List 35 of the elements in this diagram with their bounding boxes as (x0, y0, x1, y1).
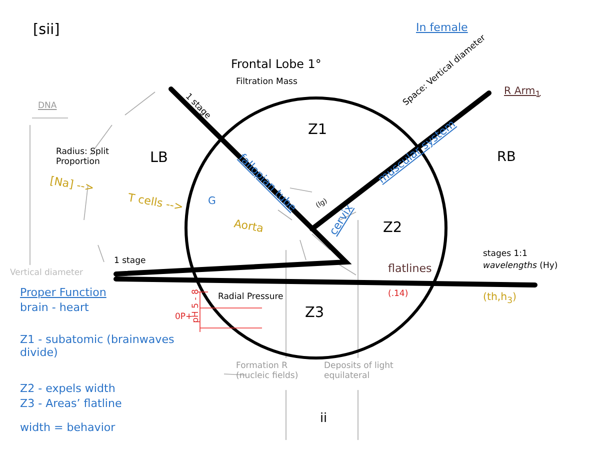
note-text: Z1 - subatomic (brainwaves divide) (20, 334, 176, 360)
region-label: LB (150, 150, 168, 167)
note-text: Z2 - expels width (20, 383, 116, 396)
value-label: 0P+ (175, 313, 193, 322)
cell-label: T cells --> (126, 192, 184, 214)
range-label: pH 5 - 8 (192, 289, 202, 323)
stages-label: stages 1:1 (483, 250, 528, 260)
ion-label: [Na] --> (48, 175, 95, 196)
pressure-label: Radial Pressure (218, 293, 284, 303)
faint-label: Deposits of light equilateral (324, 362, 394, 382)
coordinate-label: (th,h$_{3}$) (483, 292, 517, 307)
zone-label: Z2 (383, 220, 402, 237)
arm-label: R Arm$_{1}$ (504, 86, 541, 101)
line-label: 1 stage (114, 257, 146, 267)
note-text: Z3 - Areas’ flatline (20, 398, 122, 411)
letter-label: G (208, 196, 216, 208)
heading-label: Frontal Lobe 1° (231, 58, 322, 72)
numeral-label: ii (320, 412, 328, 427)
zone-label: Z1 (308, 122, 328, 139)
zone-label: Z3 (305, 305, 324, 322)
region-label: RB (497, 150, 516, 166)
heading-label: Proper Function (20, 287, 106, 300)
section-mark: [sii] (33, 22, 60, 39)
radius-label: Radius: Split Proportion (56, 148, 110, 168)
value-label: (.14) (388, 290, 408, 300)
faint-label: Vertical diameter (10, 269, 84, 279)
link-text: In female (416, 22, 468, 35)
faint-label: Formation R (nucleic fields) (236, 362, 300, 382)
line-label: flatlines (388, 263, 432, 276)
vessel-label: Aorta (232, 218, 264, 236)
region-label: Filtration Mass (236, 78, 298, 88)
note-text: brain - heart (20, 302, 89, 315)
note-text: width = behavior (20, 422, 116, 435)
wavelength-label: wavelengths (Hy) (483, 262, 558, 272)
faint-label: DNA (38, 102, 57, 112)
